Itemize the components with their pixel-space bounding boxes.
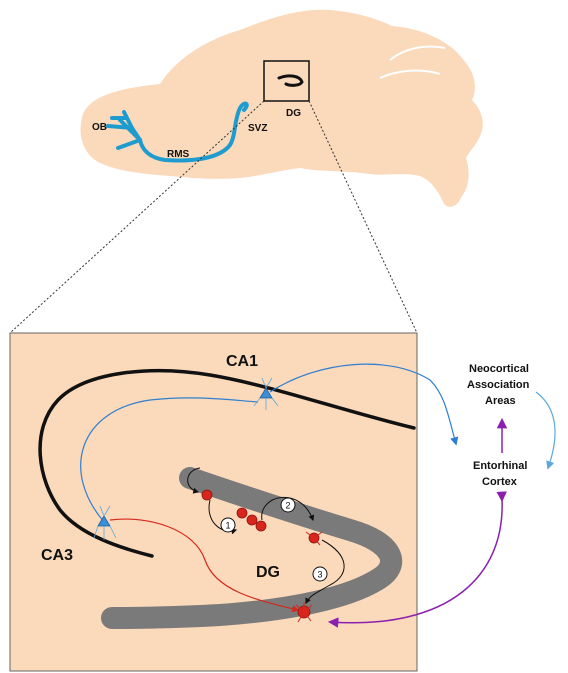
brain-sagittal-section <box>80 9 483 207</box>
svg-text:Association: Association <box>467 379 530 391</box>
svg-text:Cortex: Cortex <box>482 476 518 488</box>
entorhinal-to-dg-projection <box>327 491 507 628</box>
svz-label: SVZ <box>248 123 267 134</box>
cerebellum-fold <box>379 45 446 79</box>
dg-brain-label: DG <box>286 108 301 119</box>
rostral-migratory-stream <box>106 101 249 163</box>
ca3-pyramidal-neuron <box>93 505 117 540</box>
immature-neuron <box>305 531 323 546</box>
ob-label: OB <box>92 122 107 133</box>
mature-granule-neuron <box>295 602 313 623</box>
ca-pyramidal-layer <box>38 368 416 558</box>
step-3-label: 3 <box>318 570 323 580</box>
svg-text:Entorhinal: Entorhinal <box>473 460 527 472</box>
step-1-label: 1 <box>226 521 231 531</box>
progenitor-cell <box>201 489 213 501</box>
rms-label: RMS <box>167 149 190 160</box>
brain-outline <box>80 9 483 207</box>
ca3-to-ca1-projection <box>80 397 259 523</box>
step-2-label: 2 <box>286 501 291 511</box>
ca1-label: CA1 <box>226 353 258 370</box>
ca3-label: CA3 <box>41 547 73 564</box>
svg-text:Areas: Areas <box>485 395 516 407</box>
dg-small-shape <box>277 74 304 87</box>
dividing-cell <box>255 520 267 532</box>
dividing-cell <box>236 507 248 519</box>
dg-panel-label: DG <box>256 564 280 581</box>
ca3-dg-red-projection <box>109 518 300 613</box>
dg-inset-box <box>263 60 310 102</box>
dg-new-neurons <box>201 489 323 623</box>
ca1-to-entorhinal-projection <box>269 363 459 446</box>
zoom-lines <box>9 100 418 334</box>
neocortical-to-entorhinal-projection <box>535 391 556 470</box>
step-markers: 1 2 3 <box>220 497 328 582</box>
svg-text:Neocortical: Neocortical <box>469 363 529 375</box>
dividing-cell <box>246 514 258 526</box>
entorhinal-cortex-label: Entorhinal Cortex <box>473 460 527 488</box>
neocortical-association-areas-label: Neocortical Association Areas <box>467 363 530 407</box>
ca1-pyramidal-neuron <box>253 377 279 410</box>
